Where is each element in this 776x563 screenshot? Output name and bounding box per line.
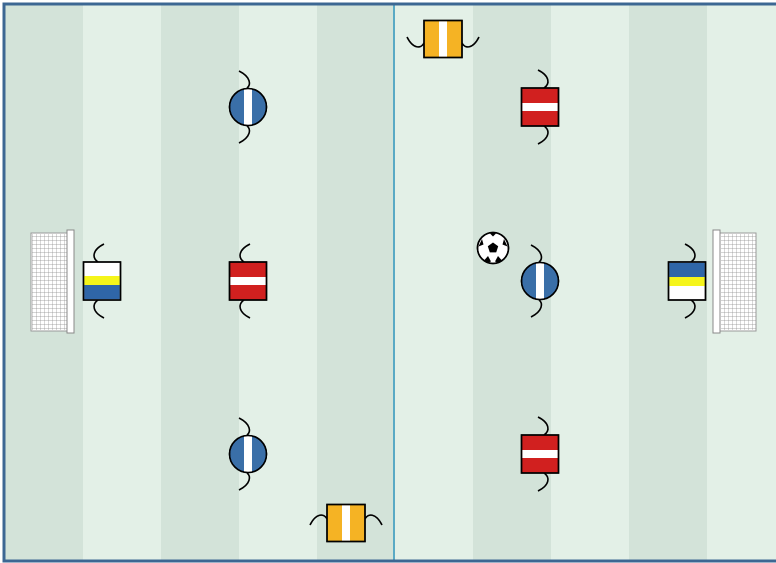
soccer-ball (478, 233, 509, 264)
pitch-stripe (551, 5, 629, 561)
goal-right (713, 230, 756, 333)
goal-left (31, 230, 74, 333)
pitch-stripe (395, 5, 473, 561)
pitch-stripe (317, 5, 395, 561)
pitch-stripe (161, 5, 239, 561)
